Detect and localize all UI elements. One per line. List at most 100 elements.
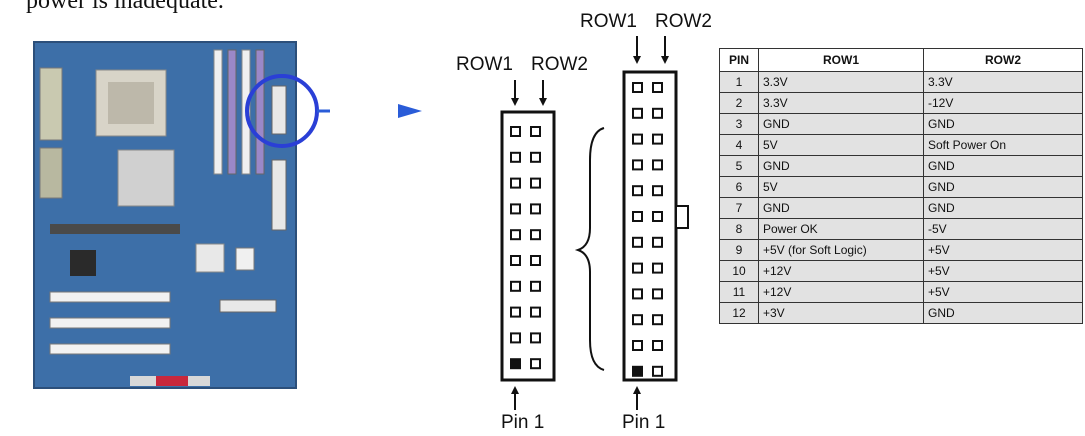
pin-number: 12 [719,302,759,324]
connector-24pin-row2-label: ROW2 [655,11,712,32]
connector-24pin-pin [632,236,643,248]
connector-24pin-pin [632,82,643,93]
table-row: 9+5V (for Soft Logic)+5V [719,239,1083,261]
connector-24pin-pin1-label: Pin 1 [622,412,666,433]
table-row: 10+12V+5V [719,260,1083,282]
row1-value: GND [758,113,924,135]
connector-24pin-pin [652,262,663,274]
connector-20pin-row2-label: ROW2 [531,54,588,75]
row2-value: GND [923,197,1083,219]
pin-number: 8 [719,218,759,240]
connector-24pin-pin [632,262,643,274]
row1-value: +12V [758,260,924,282]
row2-value: +5V [923,281,1083,303]
pin-number: 6 [719,176,759,198]
row2-value: Soft Power On [923,134,1083,156]
row1-value: 5V [758,176,924,198]
brace [574,127,605,371]
header-pin: PIN [719,48,759,72]
connector-20pin-pin [530,332,541,344]
row1-value: +12V [758,281,924,303]
connector-24pin-pin [632,185,643,197]
row1-value: +5V (for Soft Logic) [758,239,924,261]
connector-20pin-pin [530,126,541,137]
connector-20pin-pin [510,280,521,292]
connector-24pin-pin [632,288,643,300]
row1-value: GND [758,197,924,219]
connector-20pin-pin [530,177,541,189]
row1-value: 3.3V [758,92,924,114]
connector-24pin-pin [632,133,643,145]
connector-24pin-pin [652,365,663,377]
connector-24pin-pin [632,340,643,351]
header-row1: ROW1 [758,48,924,72]
pin-number: 4 [719,134,759,156]
row2-value: GND [923,302,1083,324]
connector-20pin-pin [510,203,521,215]
connector-20pin-pin [510,177,521,189]
connector-24pin-pin [632,211,643,222]
connector-20pin-pins [510,126,541,370]
connector-20pin-pin [530,358,541,370]
connector-24pin-pin [652,133,663,145]
connector-24pin-pin [652,185,663,197]
connector-24pin-pin [652,288,663,300]
intro-text: power is inadequate. [26,0,224,14]
pin-number: 5 [719,155,759,177]
connector-20pin-pin [530,151,541,163]
connector-24pin-pin1 [632,365,643,377]
connector-20pin-pin [510,255,521,266]
row2-value: GND [923,113,1083,135]
connector-20pin-row1-label: ROW1 [456,54,513,75]
connector-20pin-pin1 [510,358,521,370]
row1-value: 3.3V [758,71,924,93]
row1-value: 5V [758,134,924,156]
row1-value: Power OK [758,218,924,240]
row2-value: +5V [923,260,1083,282]
row2-value: GND [923,155,1083,177]
connector-24pin-pin [652,107,663,119]
row2-value: -5V [923,218,1083,240]
connector-24pin-body [622,70,678,382]
pin-number: 7 [719,197,759,219]
connector-24pin-pin [652,211,663,222]
connector-24pin-pins [632,82,663,377]
connector-24pin-latch [675,205,689,229]
row1-value: GND [758,155,924,177]
connector-20pin-pin [530,255,541,266]
connector-24pin-row1-label: ROW1 [580,11,637,32]
header-row2: ROW2 [923,48,1083,72]
connector-24pin-pin [652,82,663,93]
pin-table-header: PIN ROW1 ROW2 [719,48,1083,72]
arrow-head [398,104,422,118]
pin-number: 2 [719,92,759,114]
connector-20pin-body [500,110,556,382]
row2-value: -12V [923,92,1083,114]
connector-24pin-pin [652,236,663,248]
row2-value: 3.3V [923,71,1083,93]
pin-number: 1 [719,71,759,93]
connector-24pin-pin [652,159,663,171]
row1-value: +3V [758,302,924,324]
motherboard-image [33,41,330,389]
connector-20pin-pin1-label: Pin 1 [501,412,545,433]
row2-value: +5V [923,239,1083,261]
connector-24pin-pin [652,340,663,351]
pin-number: 11 [719,281,759,303]
row2-value: GND [923,176,1083,198]
pin-number: 10 [719,260,759,282]
connector-24pin-pin [652,314,663,326]
connector-20pin-pin [510,306,521,318]
connector-20pin-pin [530,203,541,215]
pin-number: 3 [719,113,759,135]
